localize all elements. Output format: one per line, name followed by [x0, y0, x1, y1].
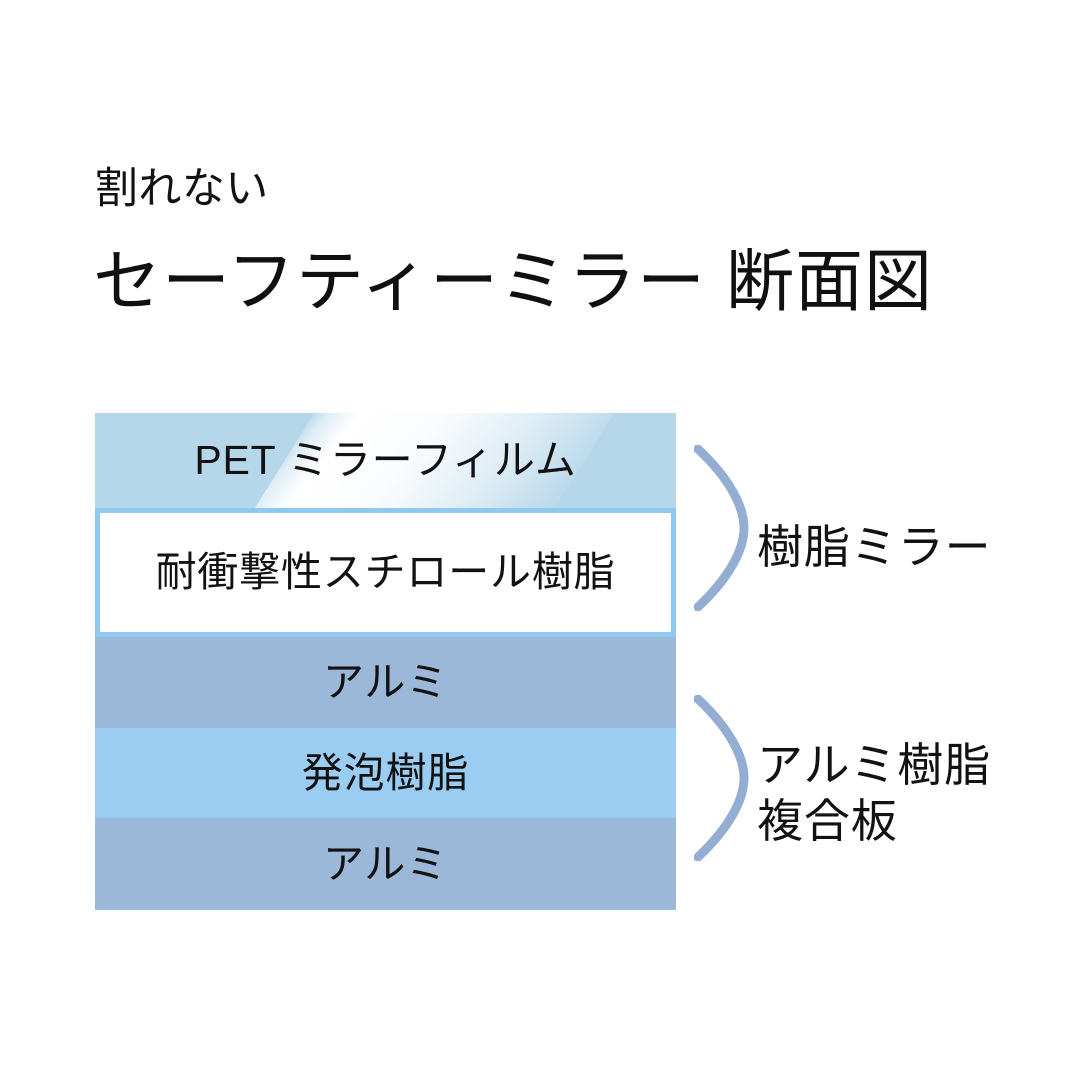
layer-pet-mirror-film: PET ミラーフィルム: [95, 413, 676, 508]
brace-icon-alu-resin-composite: [694, 695, 750, 861]
styrene-inner-panel: 耐衝撃性スチロール樹脂: [100, 513, 671, 632]
layer-label-pet-mirror-film: PET ミラーフィルム: [194, 437, 577, 483]
layer-stack: PET ミラーフィルム 耐衝撃性スチロール樹脂 アルミ 発泡樹脂 アルミ: [95, 413, 676, 910]
layer-label-foamed-resin: 発泡樹脂: [301, 749, 470, 796]
layer-aluminium-top: アルミ: [95, 637, 676, 728]
eyebrow-text: 割れない: [95, 165, 269, 213]
layer-label-aluminium-bottom: アルミ: [322, 840, 449, 887]
layer-aluminium-bottom: アルミ: [95, 818, 676, 910]
group-label-resin-mirror: 樹脂ミラー: [757, 521, 992, 573]
brace-icon-resin-mirror: [694, 445, 750, 611]
layer-label-styrene-resin: 耐衝撃性スチロール樹脂: [155, 549, 616, 595]
layer-styrene-resin: 耐衝撃性スチロール樹脂: [95, 508, 676, 637]
page-title: セーフティーミラー 断面図: [93, 244, 933, 320]
layer-foamed-resin: 発泡樹脂: [95, 728, 676, 818]
layer-label-aluminium-top: アルミ: [322, 659, 449, 705]
group-label-alu-resin-composite: アルミ樹脂 複合板: [757, 739, 992, 848]
